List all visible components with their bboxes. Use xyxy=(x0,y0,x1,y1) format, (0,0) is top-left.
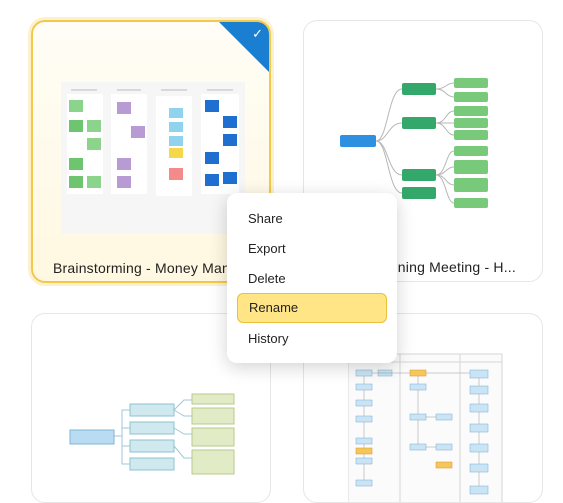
board-card-brainstorming[interactable]: ✓ xyxy=(31,20,271,283)
board-thumbnail xyxy=(348,340,508,502)
board-thumbnail xyxy=(62,392,270,492)
menu-item-export[interactable]: Export xyxy=(248,241,286,256)
check-icon: ✓ xyxy=(252,26,263,41)
menu-item-delete[interactable]: Delete xyxy=(248,271,286,286)
selected-corner-badge xyxy=(219,22,269,72)
menu-item-share[interactable]: Share xyxy=(248,211,283,226)
context-menu: Share Export Delete Rename History xyxy=(227,193,397,363)
board-thumbnail xyxy=(328,69,528,239)
board-title: Brainstorming - Money Management xyxy=(53,260,249,276)
menu-item-rename[interactable]: Rename xyxy=(237,293,387,323)
board-thumbnail xyxy=(61,82,245,234)
menu-item-history[interactable]: History xyxy=(248,331,289,346)
